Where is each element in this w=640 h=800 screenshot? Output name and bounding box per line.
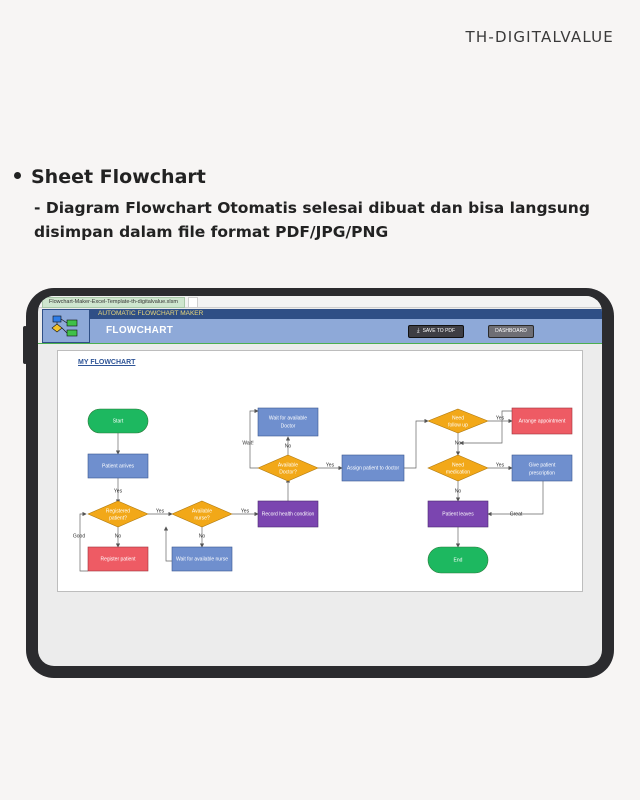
edge-label-no-2: No — [199, 533, 206, 539]
edge-label-yes-1: Yes — [114, 488, 123, 494]
divider — [38, 343, 602, 344]
save-button-label: SAVE TO PDF — [422, 328, 456, 334]
node-wait-nurse — [171, 546, 233, 572]
node-need-medication — [427, 454, 489, 482]
device-side-button — [23, 326, 27, 364]
node-patient-leaves — [427, 500, 489, 528]
app-title-bar: AUTOMATIC FLOWCHART MAKER — [90, 309, 602, 319]
section-description: - Diagram Flowchart Otomatis selesai dib… — [34, 199, 590, 241]
node-need-followup-text-2: follow up — [448, 422, 468, 428]
edge-label-yes-2: Yes — [156, 508, 165, 514]
edge-label-wait: Wait! — [242, 440, 253, 446]
node-wait-doctor-text-2: Doctor — [281, 423, 296, 429]
node-assign-doctor — [341, 454, 405, 482]
node-registered — [87, 500, 149, 528]
flowchart-logo-icon — [42, 309, 90, 343]
node-record-health — [257, 500, 319, 528]
edge-label-good: Good — [73, 533, 85, 539]
node-give-prescription-text-2: prescription — [529, 470, 555, 476]
edge-label-great: Great — [510, 511, 523, 517]
node-give-prescription-text-1: Give patient — [529, 462, 556, 468]
node-need-followup-text-1: Need — [452, 415, 464, 421]
node-give-prescription — [511, 454, 573, 482]
edge-label-no-3: No — [285, 443, 292, 449]
node-available-doctor — [257, 454, 319, 482]
edge-label-no-4: No — [455, 440, 462, 446]
node-arrange-appointment-text: Arrange appointment — [519, 418, 566, 424]
edge-label-no-1: No — [115, 533, 122, 539]
edge-label-no-5: No — [455, 488, 462, 494]
node-need-followup — [427, 408, 489, 434]
node-available-nurse — [171, 500, 233, 528]
node-wait-doctor — [257, 407, 319, 437]
node-wait-doctor-text-1: Wait for available — [269, 415, 307, 421]
brand-logo-text: TH-DIGITALVALUE — [465, 28, 614, 46]
node-registered-text-1: Registered — [106, 508, 130, 514]
tablet-device: Flowchart-Maker-Excel-Template-th-digita… — [23, 288, 614, 678]
file-tab-strip: Flowchart-Maker-Excel-Template-th-digita… — [38, 296, 602, 308]
diagram-title: MY FLOWCHART — [78, 359, 136, 366]
file-tab[interactable]: Flowchart-Maker-Excel-Template-th-digita… — [42, 297, 185, 308]
node-available-nurse-text-1: Available — [192, 508, 212, 514]
connectors — [79, 408, 544, 572]
edge-label-yes-5: Yes — [496, 415, 505, 421]
node-register-patient — [87, 546, 149, 572]
edge-label-yes-3: Yes — [241, 508, 250, 514]
node-registered-text-2: patient? — [109, 515, 127, 521]
node-wait-nurse-text: Wait for available nurse — [176, 556, 228, 562]
node-need-medication-text-1: Need — [452, 462, 464, 468]
node-patient-arrives — [87, 453, 149, 479]
node-start-text: Start — [113, 418, 124, 424]
flowchart-canvas: MY FLOWCHART — [57, 350, 583, 592]
node-need-medication-text-2: medication — [446, 469, 470, 475]
bullet-icon — [14, 172, 21, 179]
node-arrange-appointment — [511, 407, 573, 435]
node-available-doctor-text-1: Available — [278, 462, 298, 468]
section-heading: Sheet Flowchart — [14, 166, 206, 188]
flowchart-diagram: Start Patient arrives Registered patient… — [73, 407, 573, 574]
node-record-health-text: Record health condition — [262, 511, 315, 517]
new-tab-button[interactable] — [188, 297, 198, 308]
node-start — [87, 408, 149, 434]
edge-label-yes-6: Yes — [496, 462, 505, 468]
download-icon: ⤓ — [416, 328, 420, 334]
sheet-title: FLOWCHART — [106, 325, 174, 336]
sheet-header: FLOWCHART ⤓SAVE TO PDF DASHBOARD — [90, 319, 602, 343]
save-to-pdf-button[interactable]: ⤓SAVE TO PDF — [408, 325, 464, 338]
node-end-text: End — [454, 557, 463, 563]
heading-text: Sheet Flowchart — [31, 166, 206, 188]
node-register-patient-text: Register patient — [100, 556, 136, 562]
node-patient-arrives-text: Patient arrives — [102, 463, 134, 469]
node-available-doctor-text-2: Doctor? — [279, 469, 297, 475]
dashboard-button[interactable]: DASHBOARD — [488, 325, 534, 338]
node-patient-leaves-text: Patient leaves — [442, 511, 474, 517]
tablet-screen: Flowchart-Maker-Excel-Template-th-digita… — [38, 296, 602, 666]
node-assign-doctor-text: Assign patient to doctor — [347, 465, 400, 471]
node-available-nurse-text-2: nurse? — [194, 515, 210, 521]
edge-label-yes-4: Yes — [326, 462, 335, 468]
node-end — [427, 546, 489, 574]
